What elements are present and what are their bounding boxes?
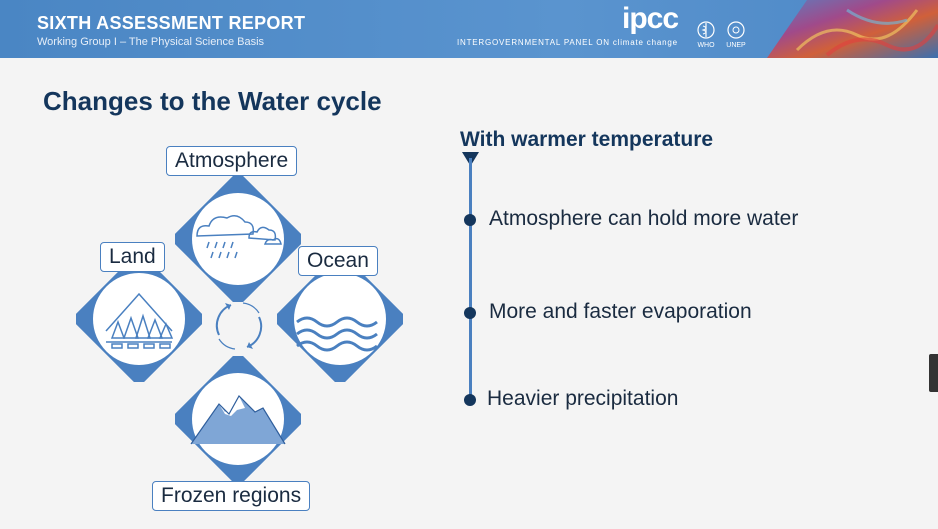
land-label: Land bbox=[100, 242, 165, 272]
forest-icon bbox=[105, 292, 174, 349]
waves-icon bbox=[296, 316, 378, 352]
timeline-dot bbox=[464, 307, 476, 319]
list-item: More and faster evaporation bbox=[489, 300, 752, 323]
cycle-arrows-icon bbox=[215, 302, 263, 350]
timeline-dot bbox=[464, 214, 476, 226]
ipcc-logo: ipcc bbox=[622, 2, 679, 35]
who-label: WHO bbox=[697, 42, 715, 49]
header-banner: SIXTH ASSESSMENT REPORT Working Group I … bbox=[0, 0, 938, 58]
side-panel-tab[interactable] bbox=[929, 354, 938, 392]
unep-logo: UNEP bbox=[724, 20, 748, 54]
report-title: SIXTH ASSESSMENT REPORT bbox=[37, 13, 306, 33]
slide-title: Changes to the Water cycle bbox=[43, 86, 382, 116]
ocean-label: Ocean bbox=[298, 246, 378, 276]
atmosphere-label: Atmosphere bbox=[166, 146, 298, 176]
timeline-dot bbox=[464, 394, 476, 406]
atmosphere-node bbox=[175, 176, 301, 302]
list-item: Atmosphere can hold more water bbox=[489, 207, 799, 230]
ocean-node bbox=[277, 256, 403, 382]
who-logo: WHO bbox=[695, 20, 717, 54]
mountain-icon bbox=[190, 395, 286, 445]
unep-label: UNEP bbox=[726, 42, 746, 49]
cloud-rain-icon bbox=[196, 215, 282, 259]
timeline-line bbox=[469, 158, 472, 404]
frozen-regions-label: Frozen regions bbox=[152, 481, 311, 511]
frozen-regions-node bbox=[175, 356, 301, 482]
list-heading: With warmer temperature bbox=[460, 128, 714, 151]
land-node bbox=[76, 256, 202, 382]
report-subtitle: Working Group I – The Physical Science B… bbox=[37, 36, 265, 48]
banner-artwork bbox=[767, 0, 938, 58]
ipcc-tagline: INTERGOVERNMENTAL PANEL ON climate chang… bbox=[457, 38, 678, 47]
list-item: Heavier precipitation bbox=[487, 387, 679, 410]
